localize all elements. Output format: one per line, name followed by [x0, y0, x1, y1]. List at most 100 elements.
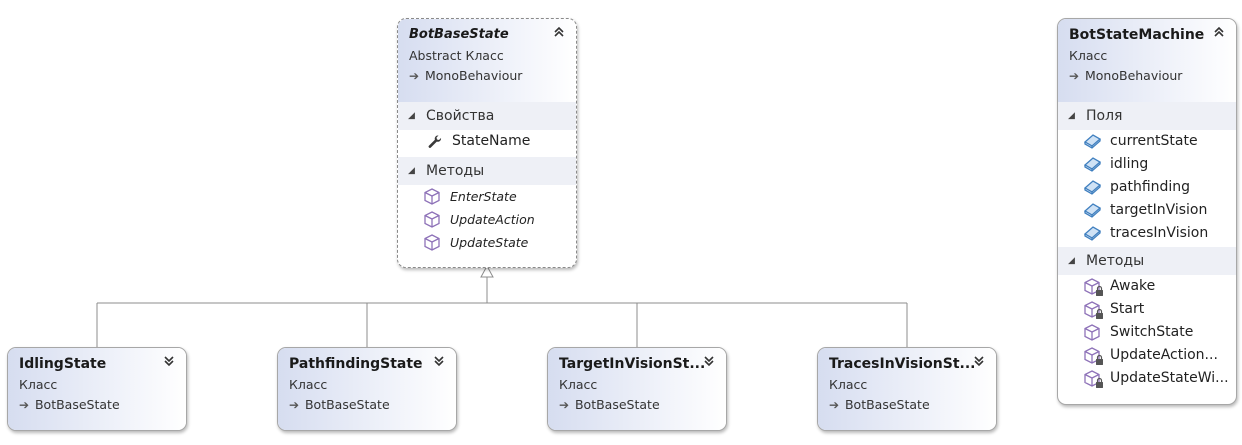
class-kind: Класс — [19, 377, 58, 392]
member-name: Awake — [1110, 278, 1156, 294]
section-header-methods[interactable]: ◢ Методы — [398, 157, 576, 185]
base-class-name: BotBaseState — [844, 397, 930, 412]
class-name: TargetInVisionSt... — [559, 356, 706, 372]
member-updatestatewithinput[interactable]: UpdateStateWi... — [1058, 367, 1236, 390]
section-header-methods[interactable]: ◢ Методы — [1058, 247, 1236, 275]
section-title: Методы — [1086, 253, 1145, 269]
base-class-name: MonoBehaviour — [424, 68, 523, 83]
private-method-icon — [1082, 367, 1104, 390]
double-chevron-up-icon — [554, 26, 564, 37]
collapse-button[interactable] — [1211, 24, 1227, 42]
member-name: tracesInVision — [1110, 225, 1209, 241]
section-title: Методы — [426, 163, 485, 179]
field-icon — [1082, 176, 1104, 199]
double-chevron-down-icon — [164, 356, 174, 367]
field-icon — [1082, 130, 1104, 153]
member-name: EnterState — [450, 189, 517, 204]
member-updatestate[interactable]: UpdateState — [398, 231, 576, 254]
class-shape-botbasestate[interactable]: BotBaseState Abstract Класс ➔ MonoBehavi… — [397, 18, 577, 268]
double-chevron-up-icon — [1214, 26, 1224, 37]
class-name: IdlingState — [19, 356, 107, 372]
base-class-name: BotBaseState — [34, 397, 120, 412]
field-icon — [1082, 199, 1104, 222]
class-shape-idlingstate[interactable]: IdlingState Класс ➔ BotBaseState — [7, 347, 187, 431]
member-name: UpdateState — [450, 235, 529, 250]
inherits-arrow-icon: ➔ — [1069, 69, 1080, 83]
class-kind: Класс — [559, 377, 598, 392]
member-statename[interactable]: StateName — [398, 130, 576, 153]
double-chevron-down-icon — [434, 356, 444, 367]
inherits-arrow-icon: ➔ — [289, 398, 300, 412]
method-icon — [422, 185, 444, 208]
base-class-name: BotBaseState — [304, 397, 390, 412]
private-method-icon — [1082, 298, 1104, 321]
inherits-arrow-icon: ➔ — [19, 398, 30, 412]
expanded-triangle-icon: ◢ — [408, 111, 415, 121]
class-base: ➔ BotBaseState — [289, 396, 446, 414]
class-header: BotStateMachine Класс ➔ MonoBehaviour — [1058, 19, 1236, 102]
class-shape-tracesinvisionstate[interactable]: TracesInVisionSt... Класс ➔ BotBaseState — [817, 347, 997, 431]
member-tracesinvision[interactable]: tracesInVision — [1058, 222, 1236, 245]
method-icon — [422, 231, 444, 254]
member-name: SwitchState — [1110, 324, 1194, 340]
private-method-icon — [1082, 344, 1104, 367]
class-name: PathfindingState — [289, 356, 423, 372]
double-chevron-down-icon — [974, 356, 984, 367]
class-base: ➔ BotBaseState — [559, 396, 716, 414]
member-switchstate[interactable]: SwitchState — [1058, 321, 1236, 344]
expand-button[interactable] — [971, 353, 987, 371]
member-updateaction[interactable]: UpdateAction... — [1058, 344, 1236, 367]
base-class-name: BotBaseState — [574, 397, 660, 412]
member-name: UpdateAction... — [1110, 347, 1218, 363]
member-targetinvision[interactable]: targetInVision — [1058, 199, 1236, 222]
class-kind: Класс — [829, 377, 868, 392]
member-idling[interactable]: idling — [1058, 153, 1236, 176]
inheritance-arrowhead — [480, 264, 494, 278]
member-currentstate[interactable]: currentState — [1058, 130, 1236, 153]
expanded-triangle-icon: ◢ — [408, 166, 415, 176]
class-header: BotBaseState Abstract Класс ➔ MonoBehavi… — [398, 19, 576, 102]
member-name: idling — [1110, 156, 1149, 172]
class-base: ➔ BotBaseState — [19, 396, 176, 414]
expanded-triangle-icon: ◢ — [1068, 256, 1075, 266]
class-shape-pathfindingstate[interactable]: PathfindingState Класс ➔ BotBaseState — [277, 347, 457, 431]
method-icon — [422, 208, 444, 231]
expand-button[interactable] — [431, 353, 447, 371]
double-chevron-down-icon — [704, 356, 714, 367]
class-header: TracesInVisionSt... Класс ➔ BotBaseState — [818, 348, 996, 430]
field-icon — [1082, 153, 1104, 176]
inherits-arrow-icon: ➔ — [829, 398, 840, 412]
class-name: BotStateMachine — [1069, 27, 1205, 43]
section-header-properties[interactable]: ◢ Свойства — [398, 102, 576, 130]
member-awake[interactable]: Awake — [1058, 275, 1236, 298]
member-name: UpdateAction — [450, 212, 535, 227]
class-shape-targetinvisionstate[interactable]: TargetInVisionSt... Класс ➔ BotBaseState — [547, 347, 727, 431]
collapse-button[interactable] — [551, 24, 567, 42]
class-kind: Класс — [1069, 48, 1108, 63]
class-header: IdlingState Класс ➔ BotBaseState — [8, 348, 186, 430]
class-name: TracesInVisionSt... — [829, 356, 976, 372]
class-base: ➔ BotBaseState — [829, 396, 986, 414]
method-icon — [1082, 321, 1104, 344]
inherits-arrow-icon: ➔ — [409, 69, 420, 83]
class-shape-botstatemachine[interactable]: BotStateMachine Класс ➔ MonoBehaviour ◢П… — [1057, 18, 1237, 405]
member-pathfinding[interactable]: pathfinding — [1058, 176, 1236, 199]
class-base: ➔ MonoBehaviour — [1069, 67, 1226, 85]
section-header-fields[interactable]: ◢Поля — [1058, 102, 1236, 130]
expand-button[interactable] — [701, 353, 717, 371]
expand-button[interactable] — [161, 353, 177, 371]
member-name: Start — [1110, 301, 1145, 317]
member-name: UpdateStateWi... — [1110, 370, 1229, 386]
expanded-triangle-icon: ◢ — [1068, 111, 1075, 121]
inherits-arrow-icon: ➔ — [559, 398, 570, 412]
class-header: PathfindingState Класс ➔ BotBaseState — [278, 348, 456, 430]
member-updateaction[interactable]: UpdateAction — [398, 208, 576, 231]
member-name: currentState — [1110, 133, 1198, 149]
member-start[interactable]: Start — [1058, 298, 1236, 321]
member-name: StateName — [452, 133, 531, 149]
section-title: Свойства — [426, 108, 495, 124]
member-enterstate[interactable]: EnterState — [398, 185, 576, 208]
class-base: ➔ MonoBehaviour — [409, 67, 566, 85]
